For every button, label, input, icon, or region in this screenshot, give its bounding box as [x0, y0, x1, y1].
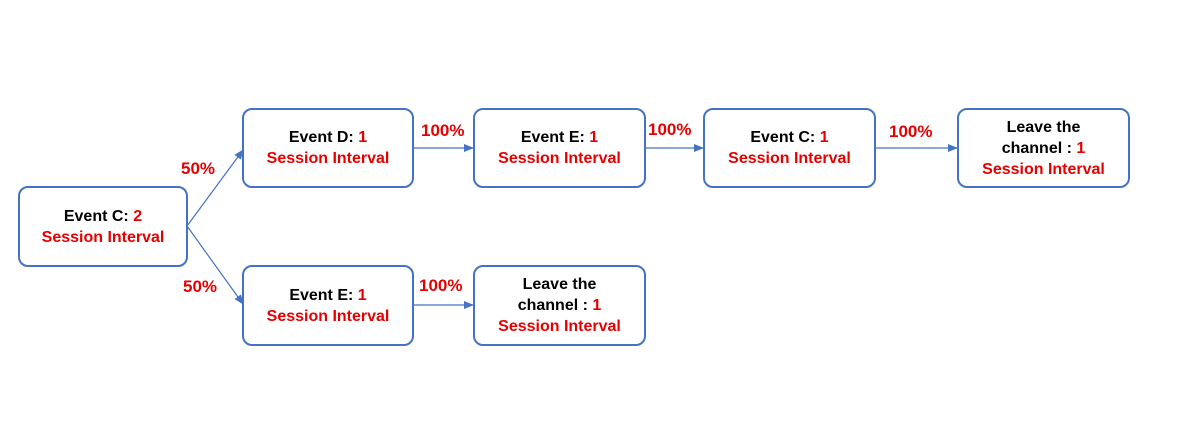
node-leave-top-line1: Leave the: [1006, 118, 1081, 136]
edge-label-event-d-to-event-e: 100%: [421, 121, 465, 140]
edge-start-to-event-e: [186, 225, 244, 305]
edge-start-to-event-d: [186, 149, 244, 227]
node-event-c-top: Event C: 1 Session Interval: [703, 108, 876, 188]
node-leave-bottom-line1: Leave the: [522, 276, 597, 293]
node-leave-top-unit: Session Interval: [982, 160, 1105, 178]
node-event-d-unit: Session Interval: [266, 150, 390, 167]
node-event-e-bottom: Event E: 1 Session Interval: [242, 265, 414, 346]
edge-label-start-to-event-d: 50%: [181, 159, 216, 178]
node-event-c-top-line1: Event C: 1: [750, 129, 829, 146]
node-event-e-top-unit: Session Interval: [498, 150, 621, 167]
edge-label-event-e-to-event-c: 100%: [648, 120, 692, 139]
node-leave-channel-top: Leave the channel : 1 Session Interval: [957, 108, 1130, 188]
node-start-event-c: Event C: 2 Session Interval: [18, 186, 188, 267]
node-leave-top-line2: channel : 1: [1001, 139, 1086, 157]
node-start-unit: Session Interval: [41, 228, 165, 246]
node-event-d: Event D: 1 Session Interval: [242, 108, 414, 188]
edge-label-start-to-event-e: 50%: [183, 277, 218, 296]
node-event-c-top-unit: Session Interval: [728, 150, 851, 167]
node-event-e-bottom-unit: Session Interval: [266, 307, 390, 325]
node-event-d-line1: Event D: 1: [288, 129, 368, 146]
node-event-e-top-line1: Event E: 1: [520, 129, 599, 146]
node-event-e-top: Event E: 1 Session Interval: [473, 108, 646, 188]
node-leave-channel-bottom: Leave the channel : 1 Session Interval: [473, 265, 646, 346]
node-start-line1: Event C: 2: [63, 207, 143, 225]
node-leave-bottom-unit: Session Interval: [498, 318, 621, 335]
node-event-e-bottom-line1: Event E: 1: [289, 286, 367, 304]
edge-label-event-c-to-leave: 100%: [889, 122, 933, 141]
edge-label-bottom-event-e-to-leave: 100%: [419, 276, 463, 295]
node-leave-bottom-line2: channel : 1: [517, 297, 602, 314]
